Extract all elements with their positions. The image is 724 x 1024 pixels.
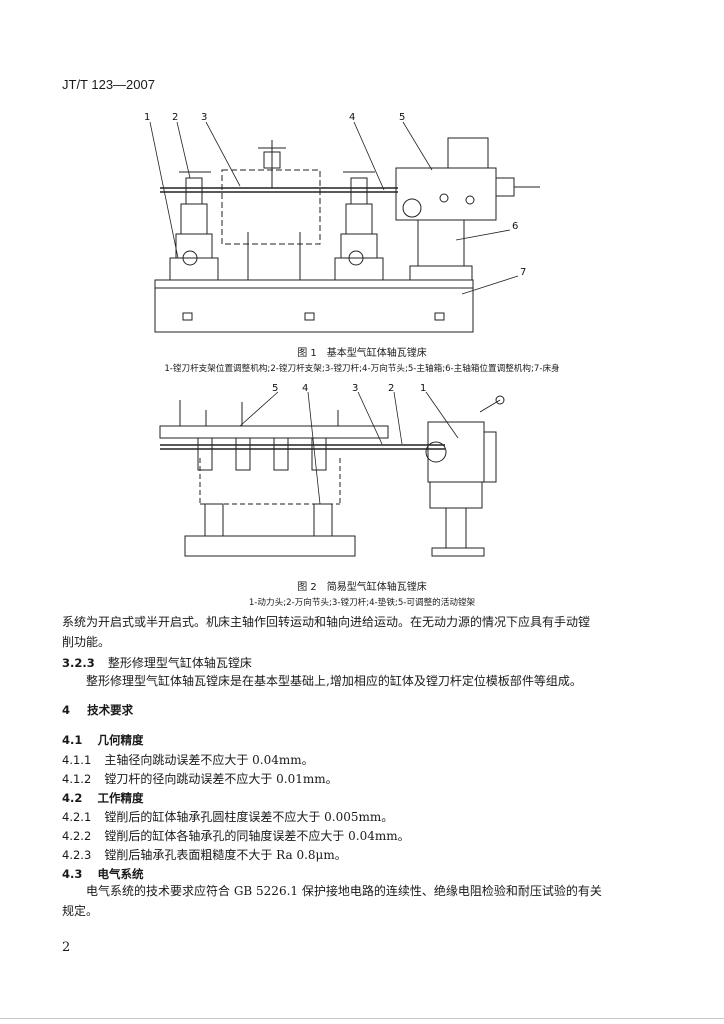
fig2-callout-2: 2 [388,383,394,394]
clause-4-2-1: 4.2.1 镗削后的缸体轴承孔圆柱度误差不应大于 0.005mm。 [62,806,393,825]
fig1-callout-6: 6 [512,221,518,232]
clause-text: 镗削后轴承孔表面粗糙度不大于 Ra 0.8μm。 [104,848,347,862]
fig1-callout-1: 1 [144,112,150,123]
section-3-2-3-heading: 3.2.3 整形修理型气缸体轴瓦镗床 [62,652,252,671]
fig2-power-head [427,421,485,483]
fig1-callout-7: 7 [520,267,526,278]
clause-number: 4.2.3 [62,848,92,862]
clause-text: 镗刀杆的径向跳动误差不应大于 0.01mm。 [104,772,338,786]
section-4-3-text-line-2: 规定。 [62,904,99,918]
section-title: 整形修理型气缸体轴瓦镗床 [107,656,252,670]
page-bottom-rule [0,1018,724,1019]
clause-4-2-3: 4.2.3 镗削后轴承孔表面粗糙度不大于 Ra 0.8μm。 [62,844,347,863]
continued-paragraph-line-1: 系统为开启式或半开启式。机床主轴作回转运动和轴向进给运动。在无动力源的情况下应具… [62,615,591,629]
section-title: 电气系统 [97,867,144,881]
section-number: 4.2 [62,791,83,805]
figure-2-legend: 1-动力头;2-万向节头;3-镗刀杆;4-垫铁;5-可调整的活动镗架 [248,598,476,608]
page-number: 2 [62,940,71,955]
section-4-1-heading: 4.1 几何精度 [62,729,143,748]
clause-number: 4.2.2 [62,829,92,843]
fig2-callout-1: 1 [420,383,426,394]
clause-text: 镗削后的缸体轴承孔圆柱度误差不应大于 0.005mm。 [104,810,394,824]
section-number: 4 [62,703,71,717]
fig1-callout-5: 5 [399,112,405,123]
fig2-bar [159,425,389,439]
clause-4-1-2: 4.1.2 镗刀杆的径向跳动误差不应大于 0.01mm。 [62,768,338,787]
figure-1-drawing: 1 2 3 4 5 6 7 [144,112,540,333]
fig2-callout-3: 3 [352,383,358,394]
section-title: 工作精度 [97,791,144,805]
fig1-bed [154,279,474,333]
clause-number: 4.2.1 [62,810,92,824]
document-code: JT/T 123—2007 [62,77,155,92]
figure-2-caption: 图 2 简易型气缸体轴瓦镗床 [297,582,427,593]
fig2-base [184,535,356,557]
section-4-3-text-line-1: 电气系统的技术要求应符合 GB 5226.1 保护接地电路的连续性、绝缘电阻检验… [86,884,602,898]
figure-1-legend: 1-镗刀杆支架位置调整机构;2-镗刀杆支架;3-镗刀杆;4-万向节头;5-主轴箱… [164,364,560,374]
section-4-2-heading: 4.2 工作精度 [62,787,143,806]
section-number: 3.2.3 [62,656,95,670]
fig1-callout-2: 2 [172,112,178,123]
clause-4-2-2: 4.2.2 镗削后的缸体各轴承孔的同轴度误差不应大于 0.04mm。 [62,825,410,844]
fig1-callout-4: 4 [349,112,355,123]
clause-number: 4.1.1 [62,753,92,767]
section-number: 4.1 [62,733,83,747]
fig1-callout-3: 3 [201,112,207,123]
section-3-2-3-text: 整形修理型气缸体轴瓦镗床是在基本型基础上,增加相应的缸体及镗刀杆定位模板部件等组… [86,674,582,688]
section-title: 技术要求 [87,703,134,717]
clause-text: 镗削后的缸体各轴承孔的同轴度误差不应大于 0.04mm。 [104,829,410,843]
clause-text: 主轴径向跳动误差不应大于 0.04mm。 [104,753,314,767]
section-4-3-heading: 4.3 电气系统 [62,863,143,882]
section-title: 几何精度 [97,733,144,747]
section-number: 4.3 [62,867,83,881]
figure-1-caption: 图 1 基本型气缸体轴瓦镗床 [297,348,427,359]
continued-paragraph-line-2: 削功能。 [62,635,111,649]
section-4-heading: 4 技术要求 [62,699,133,718]
clause-number: 4.1.2 [62,772,92,786]
figure-2-drawing: 5 4 3 2 1 [159,383,505,557]
fig2-callout-5: 5 [272,383,278,394]
clause-4-1-1: 4.1.1 主轴径向跳动误差不应大于 0.04mm。 [62,749,314,768]
fig2-callout-4: 4 [302,383,308,394]
